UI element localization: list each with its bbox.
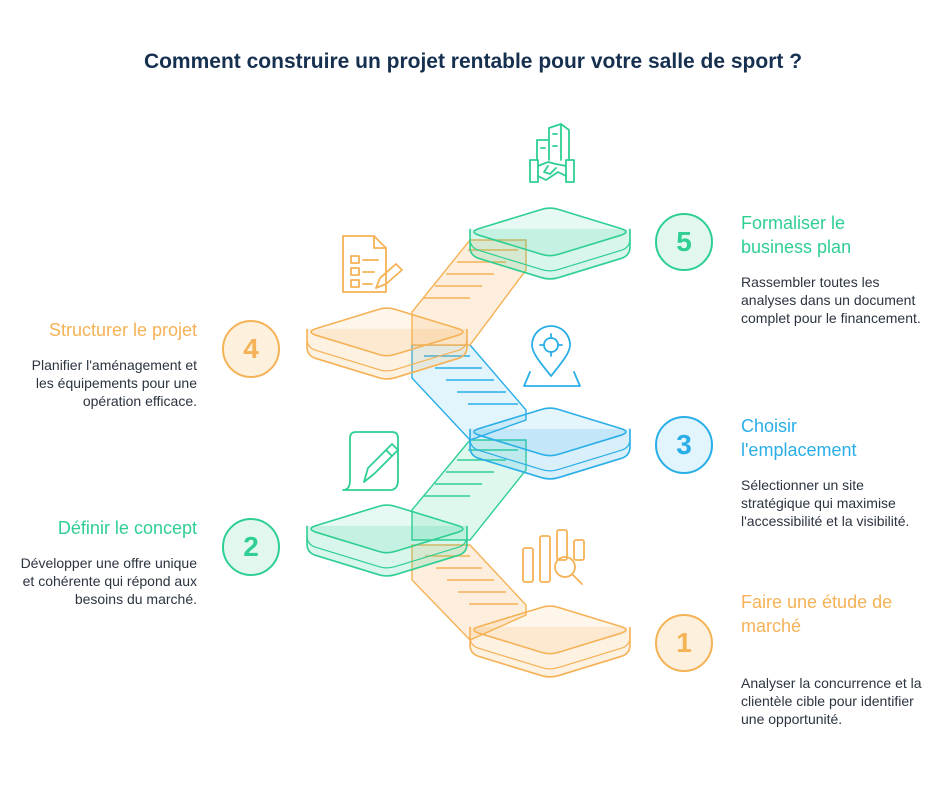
page-title: Comment construire un projet rentable po… (143, 50, 803, 73)
step-5-number: 5 (655, 213, 713, 271)
step-1-description: Analyser la concurrence et la clientèle … (741, 675, 922, 727)
handshake-building-icon (529, 123, 575, 183)
step-2-number: 2 (222, 518, 280, 576)
step-5-title: Formaliser le business plan (741, 213, 852, 257)
step-3-number: 3 (655, 416, 713, 474)
step-3-description: Sélectionner un site stratégique qui max… (741, 477, 910, 529)
step-1-number: 1 (655, 614, 713, 672)
step-4-description: Planifier l'aménagement et les équipemen… (31, 357, 197, 409)
step-4-number: 4 (222, 320, 280, 378)
market-research-icon (522, 529, 585, 585)
step-2-title: Définir le concept (57, 518, 197, 538)
step-2-description: Développer une offre unique et cohérente… (20, 555, 197, 607)
step-1-title: Faire une étude de marché (741, 592, 893, 636)
step-4-title: Structurer le projet (48, 320, 197, 340)
step-5-description: Rassembler toutes les analyses dans un d… (741, 274, 921, 326)
step-3-title: Choisir l'emplacement (741, 416, 857, 460)
location-pin-icon (523, 325, 581, 387)
checklist-document-icon (342, 235, 403, 293)
pen-document-icon (342, 431, 399, 491)
